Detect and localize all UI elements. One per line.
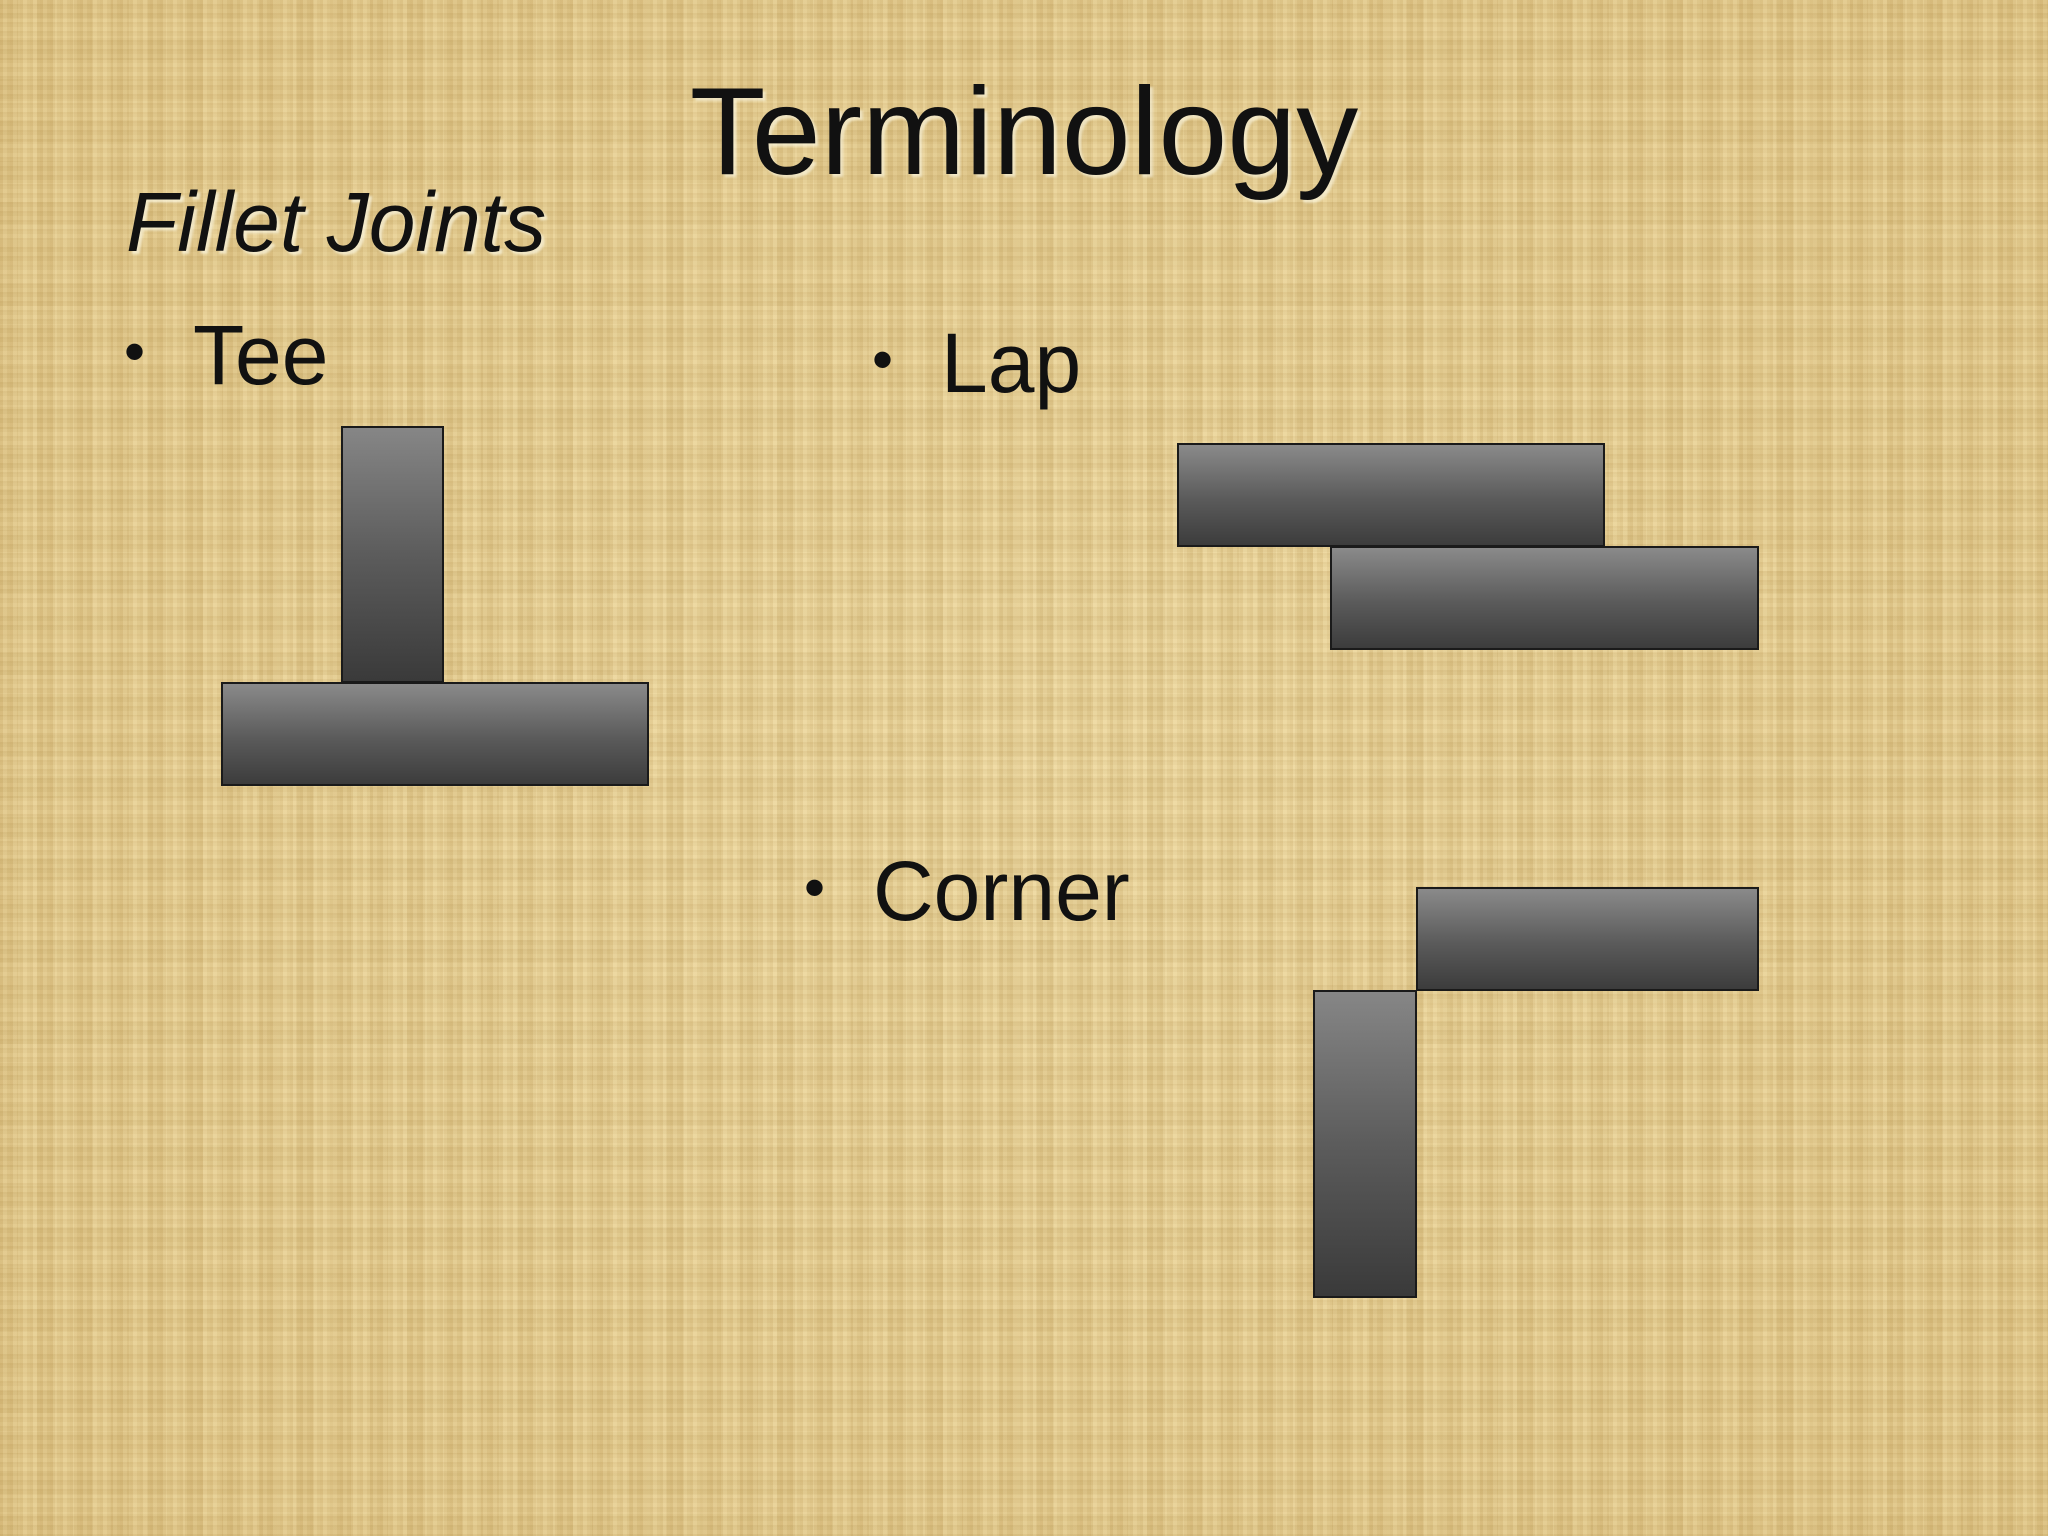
tee-vertical-plate	[341, 426, 444, 683]
bullet-label-tee: Tee	[193, 308, 329, 402]
tee-horizontal-plate	[221, 682, 649, 786]
slide-subtitle: Fillet Joints	[126, 175, 547, 269]
slide-title: Terminology	[689, 63, 1359, 201]
lap-lower-plate	[1330, 546, 1759, 650]
lap-upper-plate	[1177, 443, 1605, 547]
bullet-icon: •	[872, 326, 894, 393]
bullet-item-tee: • Tee	[124, 302, 328, 405]
bullet-item-corner: • Corner	[804, 838, 1130, 941]
bullet-label-corner: Corner	[873, 844, 1130, 938]
corner-horizontal-plate	[1416, 887, 1759, 991]
bullet-icon: •	[124, 318, 146, 385]
corner-vertical-plate	[1313, 990, 1417, 1298]
bullet-item-lap: • Lap	[872, 310, 1081, 413]
bullet-label-lap: Lap	[941, 316, 1082, 410]
bullet-icon: •	[804, 854, 826, 921]
